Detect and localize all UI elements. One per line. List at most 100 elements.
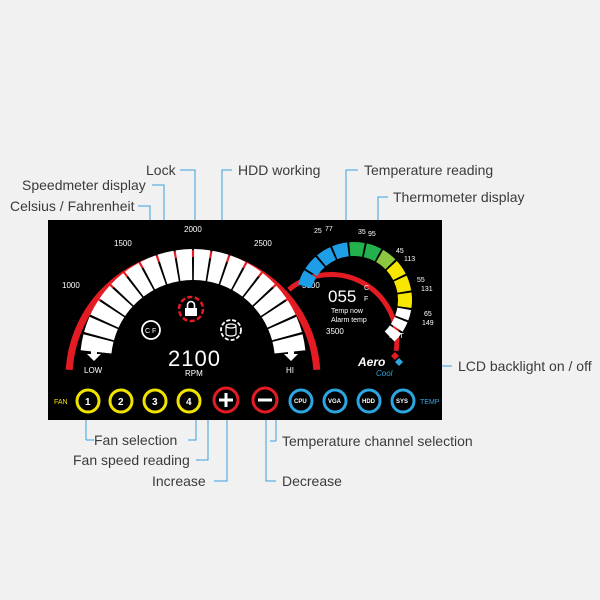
thermometer-segment <box>298 270 317 289</box>
fan-4-label: 4 <box>186 397 192 408</box>
fan-1-button[interactable]: 1 <box>75 388 101 414</box>
callout-hdd-working: HDD working <box>238 162 321 178</box>
unit-c-label: C <box>364 285 369 292</box>
hi-label: HI <box>286 366 294 375</box>
lock-icon[interactable] <box>177 295 205 323</box>
speedometer-arc <box>65 250 321 371</box>
thermometer-segment <box>349 242 365 257</box>
callout-thermometer-display: Thermometer display <box>393 189 525 205</box>
thermo-tick-f-113: 113 <box>404 256 415 263</box>
unit-toggle-label: C F <box>145 328 156 335</box>
thermometer-segment-unlit <box>384 325 402 342</box>
aerocool-logo[interactable]: Aero Cool <box>357 352 403 378</box>
logo-cool: Cool <box>376 369 393 378</box>
speedometer-segment <box>207 250 229 285</box>
cpu-channel-label: CPU <box>294 399 307 405</box>
thermo-tick-f-77: 77 <box>325 226 333 233</box>
speedo-tick-2000: 2000 <box>184 225 202 234</box>
hdd-working-icon <box>220 319 242 341</box>
thermo-tick-c-35: 35 <box>358 229 366 236</box>
speedometer-segment <box>90 300 125 328</box>
speedometer-segment <box>193 249 211 281</box>
thermometer-segment <box>397 292 412 309</box>
thermometer-segment <box>393 275 412 293</box>
lcd-panel: 1000 1500 2000 2500 3000 3500 LOW HI C F <box>48 220 442 420</box>
thermo-tick-f-95: 95 <box>368 231 376 238</box>
callout-fan-speed-reading: Fan speed reading <box>73 452 190 468</box>
thermo-tick-f-131: 131 <box>421 286 433 293</box>
sys-channel-label: SYS <box>396 399 408 405</box>
speedometer-display <box>65 249 321 371</box>
thermometer-segment-unlit <box>395 307 412 321</box>
speedo-tick-3500: 3500 <box>326 327 344 336</box>
callout-temperature-channel-selection: Temperature channel selection <box>282 433 473 449</box>
vga-channel-label: VGA <box>328 399 342 405</box>
thermometer-segment <box>332 242 349 260</box>
speedometer-segment <box>253 285 287 316</box>
hdd-channel-label: HDD <box>362 399 376 405</box>
fan-speed-value: 2100 <box>168 346 221 371</box>
speedometer-segment <box>232 262 262 297</box>
speedometer-segment <box>111 273 143 306</box>
thermo-tick-c-25: 25 <box>314 228 322 235</box>
speedometer-segment <box>84 316 118 341</box>
hot-label: HOT <box>389 333 405 340</box>
low-label: LOW <box>84 366 103 375</box>
speedometer-segment <box>261 300 296 328</box>
fan-4-button[interactable]: 4 <box>176 388 202 414</box>
speedometer-segment <box>124 262 154 297</box>
callout-fan-selection: Fan selection <box>94 432 178 448</box>
speedometer-segment <box>99 285 133 316</box>
thermometer-segment <box>376 249 396 270</box>
fan-1-label: 1 <box>85 397 91 408</box>
thermo-tick-c-55: 55 <box>417 277 425 284</box>
callout-temperature-reading: Temperature reading <box>364 162 494 178</box>
vga-channel-button[interactable]: VGA <box>322 388 348 414</box>
thermometer-segment <box>363 243 382 262</box>
thermometer-display <box>287 242 412 352</box>
line-fan-selection <box>188 420 197 441</box>
callout-increase: Increase <box>152 473 206 489</box>
callout-lcd-backlight: LCD backlight on / off <box>458 358 592 374</box>
thermometer-segment <box>386 260 406 281</box>
line-speedometer <box>152 184 165 228</box>
hdd-channel-button[interactable]: HDD <box>356 388 382 414</box>
thermo-tick-c-65: 65 <box>424 311 432 318</box>
unit-f-label: F <box>364 296 368 303</box>
fan-2-label: 2 <box>118 397 124 408</box>
fan-3-button[interactable]: 3 <box>142 388 168 414</box>
thermometer-segment <box>305 256 325 277</box>
speedo-tick-2500: 2500 <box>254 239 272 248</box>
speedo-tick-1500: 1500 <box>114 239 132 248</box>
decrease-button[interactable] <box>251 386 279 414</box>
speedometer-segment <box>272 334 306 354</box>
fan-2-button[interactable]: 2 <box>108 388 134 414</box>
hot-arrow-icon <box>394 320 404 329</box>
temp-row-label: TEMP <box>420 399 440 406</box>
callout-lock: Lock <box>146 162 176 178</box>
fan-3-label: 3 <box>152 397 158 408</box>
fan-row-label: FAN <box>54 399 68 406</box>
logo-aero: Aero <box>357 355 385 369</box>
increase-button[interactable] <box>212 386 240 414</box>
callout-decrease: Decrease <box>282 473 342 489</box>
cpu-channel-button[interactable]: CPU <box>288 388 314 414</box>
line-decrease <box>265 418 276 482</box>
line-increase <box>214 418 228 482</box>
callout-speedometer-display: Speedmeter display <box>22 177 146 193</box>
speedo-tick-1000: 1000 <box>62 281 80 290</box>
thermo-tick-f-149: 149 <box>422 320 434 327</box>
sys-channel-button[interactable]: SYS <box>390 388 416 414</box>
speedometer-segment <box>268 316 302 341</box>
callout-celsius-fahrenheit: Celsius / Fahrenheit <box>10 198 135 214</box>
rpm-unit-label: RPM <box>185 369 203 378</box>
celsius-fahrenheit-icon[interactable]: C F <box>141 320 161 340</box>
temperature-value: 055 <box>328 287 356 306</box>
temp-now-label: Temp now <box>331 308 364 315</box>
speedometer-segment <box>220 255 246 290</box>
thermometer-segment <box>317 247 336 267</box>
speedometer-segment <box>243 273 275 306</box>
speedometer-segment <box>175 249 193 281</box>
speedometer-segment <box>80 334 114 354</box>
speedometer-segment <box>140 255 166 290</box>
